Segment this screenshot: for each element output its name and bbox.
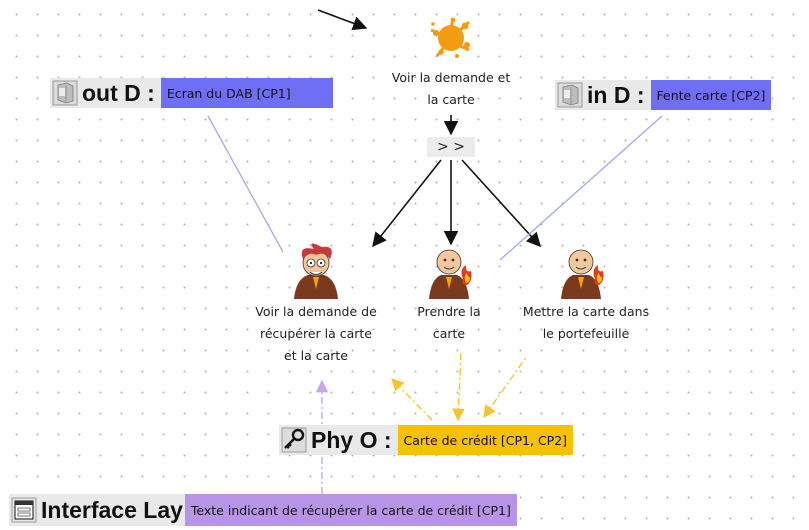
user-icon <box>429 249 472 299</box>
subtask-1-label-line1: Voir la demande de <box>255 304 377 319</box>
phy-o-object: Phy O : Carte de crédit [CP1, CP2] <box>279 425 574 455</box>
out-d-value: Ecran du DAB [CP1] <box>160 78 333 108</box>
subtask-3-label-line1: Mettre la carte dans <box>522 304 650 319</box>
user-icon <box>561 249 604 299</box>
root-task-label: Voir la demande et la carte <box>361 67 541 111</box>
interface-value: Texte indicant de récupérer la carte de … <box>184 494 517 526</box>
key-icon <box>281 427 307 453</box>
phy-to-subtask3-arrow <box>483 355 528 419</box>
phy-o-label: Phy O : <box>311 426 392 453</box>
in-d-value: Fente carte [CP2] <box>650 80 772 110</box>
subtask-2-label-line1: Prendre la <box>417 304 481 319</box>
splash-icon <box>430 17 471 58</box>
subtask-1-label-line3: et la carte <box>284 348 348 363</box>
subtask-2-label-line2: carte <box>432 326 466 341</box>
operator-to-subtask3-arrow <box>461 159 541 248</box>
sequence-operator: > > <box>427 137 475 157</box>
interface-object: Interface Lay Texte indicant de récupére… <box>9 494 517 526</box>
in-d-link <box>499 115 663 261</box>
in-d-label: in D : <box>587 81 645 108</box>
incoming-arrow <box>317 9 368 31</box>
root-task-label-line2: la carte <box>427 92 475 107</box>
monitor-icon <box>557 82 583 108</box>
subtask-1-label: Voir la demande de récupérer la carte et… <box>228 301 404 367</box>
cognitive-user-icon <box>294 243 338 299</box>
in-d-object: in D : Fente carte [CP2] <box>555 80 772 110</box>
out-d-object: out D : Ecran du DAB [CP1] <box>50 78 333 108</box>
operator-to-subtask1-arrow <box>372 159 442 248</box>
subtask-3-label: Mettre la carte dans le portefeuille <box>496 301 676 345</box>
subtask-3-label-line2: le portefeuille <box>542 326 630 341</box>
out-d-link <box>207 115 284 253</box>
window-icon <box>11 497 37 523</box>
phy-to-subtask1-arrow <box>391 378 433 421</box>
subtask-1-label-line2: récupérer la carte <box>259 326 372 341</box>
out-d-label: out D : <box>82 79 155 106</box>
subtask-2-label: Prendre la carte <box>401 301 497 345</box>
root-task-label-line1: Voir la demande et <box>391 70 511 85</box>
interface-label: Interface Lay <box>41 496 183 523</box>
phy-o-value: Carte de crédit [CP1, CP2] <box>397 425 574 455</box>
monitor-icon <box>52 80 78 106</box>
phy-to-subtask2-arrow <box>452 351 465 422</box>
